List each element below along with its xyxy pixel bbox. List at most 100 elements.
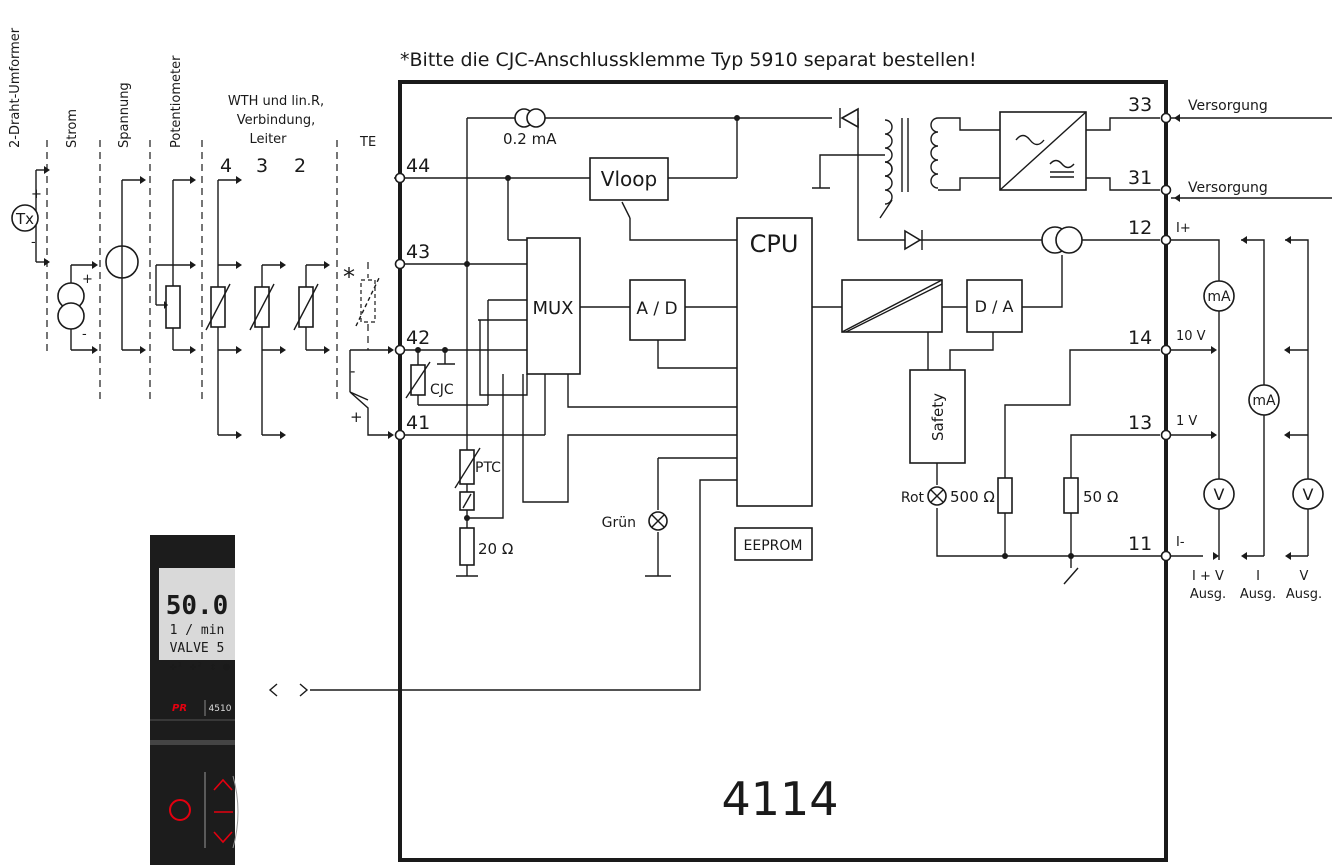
thermocouple-input: * - + <box>343 262 394 439</box>
r50-label: 50 Ω <box>1083 488 1118 506</box>
input-terminals: 44 43 42 41 <box>394 155 430 441</box>
terminal-14: 14 <box>1128 327 1152 349</box>
cpu-label: CPU <box>750 230 799 258</box>
vloop-label: Vloop <box>601 167 657 191</box>
green-led-label: Grün <box>602 515 636 531</box>
supply-top-label: Versorgung <box>1188 98 1268 114</box>
voltage-meter-label: V <box>1303 485 1314 504</box>
label-rtd-1: WTH und lin.R, <box>228 94 324 109</box>
order-note: *Bitte die CJC-Anschlussklemme Typ 5910 … <box>400 49 977 71</box>
output-i-top: I <box>1256 569 1260 584</box>
label-rtd-3: Leiter <box>249 132 287 147</box>
input-type-labels: 2-Draht-Umformer Strom Spannung Potentio… <box>8 27 376 177</box>
device-frame <box>398 80 1168 862</box>
terminal-33: 33 <box>1128 94 1152 116</box>
sign-1v: 1 V <box>1176 414 1197 429</box>
thermocouple-plus: + <box>350 408 363 426</box>
ma-meter-label: mA <box>1207 289 1231 305</box>
transmitter-label: Tx <box>15 210 34 228</box>
terminal-41: 41 <box>406 412 430 434</box>
sign-i-minus: I- <box>1176 535 1185 550</box>
terminal-11: 11 <box>1128 533 1152 555</box>
label-voltage: Spannung <box>117 82 132 148</box>
svg-text:✜¹ ✜² ⇳ ◉: ✜¹ ✜² ⇳ ◉ <box>170 660 230 673</box>
ad-label: A / D <box>636 299 677 319</box>
ptc-label: PTC <box>475 460 501 476</box>
display-lcd <box>159 568 235 660</box>
output-section: I+ 10 V 1 V I- mA V mA <box>1171 221 1324 602</box>
sign-i-plus: I+ <box>1176 221 1191 236</box>
lcd-relay-icons: ✜¹ ✜² ⇳ ◉ <box>170 660 230 673</box>
potentiometer-input <box>155 176 196 354</box>
current-input: + - <box>57 261 98 354</box>
output-ma-meter <box>1203 280 1235 312</box>
current-plus: + <box>82 272 93 287</box>
da-block <box>966 279 1023 333</box>
current-minus: - <box>82 327 87 342</box>
supply-bottom-label: Versorgung <box>1188 180 1268 196</box>
brand-logo: PR <box>172 703 187 714</box>
ad-block <box>629 279 686 341</box>
transmitter-input: Tx + - <box>11 166 50 266</box>
safety-block <box>909 369 966 464</box>
output-i-meter <box>1248 384 1280 416</box>
cjc-star: * <box>343 263 355 291</box>
label-two-wire: 2-Draht-Umformer <box>8 27 23 148</box>
output-v-meter <box>1203 478 1235 510</box>
output-terminals: 33 31 12 14 13 11 <box>1128 94 1172 562</box>
components: 0.2 mA Vloop CPU MUX A / D D / A Safety … <box>405 107 1118 566</box>
output-voltage-meter <box>1292 478 1324 510</box>
output-v-top: V <box>1300 569 1309 584</box>
down-button[interactable] <box>213 831 233 844</box>
lcd-unit: 1 / min <box>170 623 225 638</box>
terminal-44: 44 <box>406 155 430 177</box>
cjc-label: CJC <box>430 382 454 398</box>
eeprom-label: EEPROM <box>744 538 803 554</box>
r500-label: 500 Ω <box>950 488 995 506</box>
output-v-bottom: Ausg. <box>1286 587 1322 602</box>
supply-lines: Versorgung Versorgung <box>1171 98 1332 202</box>
transmitter-minus: - <box>31 235 36 250</box>
terminal-12: 12 <box>1128 217 1152 239</box>
label-wire-4: 4 <box>220 155 232 177</box>
label-thermocouple: TE <box>359 135 376 150</box>
voltage-input <box>105 176 146 354</box>
da-label: D / A <box>975 297 1014 316</box>
transmitter-plus: + <box>31 187 42 202</box>
label-wire-2: 2 <box>294 155 306 177</box>
input-separators <box>46 140 338 400</box>
device-number: 4114 <box>721 772 838 826</box>
terminal-43: 43 <box>406 241 430 263</box>
rtd-2-wire <box>293 261 330 354</box>
label-wire-3: 3 <box>256 155 268 177</box>
lcd-tag: VALVE 5 <box>170 641 225 656</box>
output-iv-bottom: Ausg. <box>1190 587 1226 602</box>
i-meter-label: mA <box>1252 393 1276 409</box>
rtd-3-wire <box>249 261 286 439</box>
mux-block <box>526 237 581 375</box>
label-rtd-2: Verbindung, <box>237 113 315 128</box>
current-source-label: 0.2 mA <box>503 130 557 148</box>
label-current: Strom <box>65 109 80 148</box>
internal-wiring <box>310 115 1166 691</box>
vloop-block <box>589 157 669 201</box>
model-number: 4510 <box>209 704 232 714</box>
cpu-block <box>736 217 813 507</box>
red-led-label: Rot <box>901 490 925 506</box>
up-button[interactable] <box>213 778 233 791</box>
sign-10v: 10 V <box>1176 329 1206 344</box>
v-meter-label: V <box>1214 485 1225 504</box>
mux-label: MUX <box>532 298 573 319</box>
terminal-31: 31 <box>1128 167 1152 189</box>
eeprom-block <box>734 527 813 561</box>
label-potentiometer: Potentiometer <box>169 55 184 148</box>
ok-button[interactable] <box>169 799 191 821</box>
lcd-content: 50.0 1 / min VALVE 5 ✜¹ ✜² ⇳ ◉ <box>166 591 230 673</box>
terminal-42: 42 <box>406 327 430 349</box>
safety-label: Safety <box>929 393 947 441</box>
r20-label: 20 Ω <box>478 540 513 558</box>
thermocouple-minus: - <box>350 362 355 380</box>
rtd-4-wire <box>205 176 242 439</box>
terminal-13: 13 <box>1128 412 1152 434</box>
